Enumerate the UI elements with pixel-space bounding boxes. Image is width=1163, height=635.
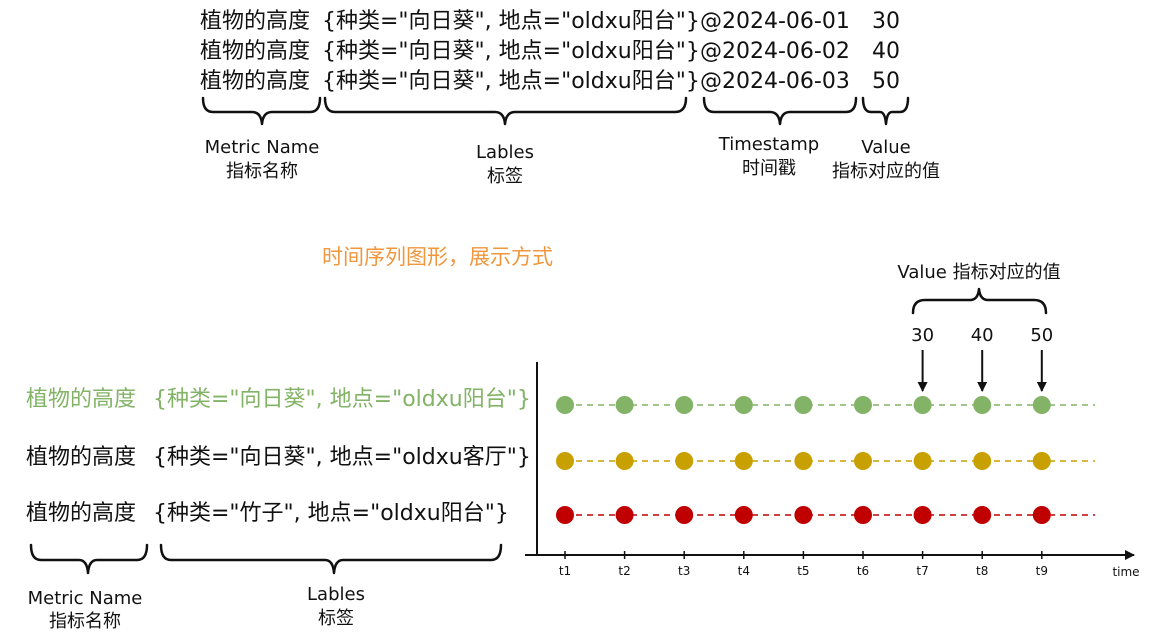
timestamp-zh: 时间戳 [742, 158, 796, 179]
series-point [973, 396, 992, 414]
series-point [615, 452, 634, 470]
labels-brace [323, 96, 688, 126]
row-2-value: 40 [872, 39, 900, 64]
bottom-metric-name-en: Metric Name [28, 588, 143, 609]
series-point [913, 452, 932, 470]
x-tick-label: t3 [678, 564, 690, 578]
value-callout-label: Value 指标对应的值 [897, 262, 1060, 283]
bottom-annotations: Metric Name 指标名称 Lables 标签 [28, 584, 365, 632]
series-point [794, 452, 813, 470]
row-1-metric: 植物的高度 [200, 9, 310, 34]
x-tick-label: t2 [618, 564, 630, 578]
bottom-braces [29, 543, 503, 575]
value-marker-layer: 30 40 50 [911, 325, 1053, 392]
series-point [675, 452, 694, 470]
series-point [1032, 452, 1051, 470]
x-axis-label: time [1112, 565, 1139, 579]
series-point [1032, 396, 1051, 414]
x-tick-label: t4 [738, 564, 750, 578]
series-layer [556, 396, 1095, 524]
section-title: 时间序列图形，展示方式 [322, 245, 553, 269]
value-callout-brace [911, 287, 1048, 315]
series-point [794, 506, 813, 524]
top-annotations: Metric Name 指标名称 Lables 标签 Timestamp 时间戳… [205, 134, 940, 187]
bottom-metric-name-brace [29, 543, 149, 575]
series-point [734, 396, 753, 414]
series-point [556, 396, 574, 414]
series-point [734, 506, 753, 524]
series-3-metric: 植物的高度 [26, 501, 136, 526]
series-point [854, 506, 872, 524]
row-1-labels: {种类="向日葵", 地点="oldxu阳台"} [322, 9, 700, 34]
series-point [734, 452, 753, 470]
axes [525, 362, 1135, 560]
row-3-timestamp: @2024-06-03 [700, 69, 850, 94]
series-3-labels: {种类="竹子", 地点="oldxu阳台"} [153, 501, 509, 526]
sample-rows: 植物的高度 {种类="向日葵", 地点="oldxu阳台"} @2024-06-… [200, 9, 900, 94]
timestamp-en: Timestamp [718, 134, 819, 155]
series-point [615, 506, 634, 524]
x-tick-label: t8 [976, 564, 988, 578]
series-point [973, 452, 992, 470]
value-marker-label: 50 [1030, 325, 1053, 346]
bottom-labels-brace [159, 543, 503, 575]
series-1-metric: 植物的高度 [26, 387, 136, 412]
x-tick-label: t9 [1036, 564, 1048, 578]
series-point [854, 452, 872, 470]
row-3-metric: 植物的高度 [200, 69, 310, 94]
row-1-value: 30 [872, 9, 900, 34]
row-3-labels: {种类="向日葵", 地点="oldxu阳台"} [322, 69, 700, 94]
series-point [973, 506, 992, 524]
timestamp-brace [702, 96, 858, 126]
x-tick-label: t6 [857, 564, 869, 578]
series-1-labels: {种类="向日葵", 地点="oldxu阳台"} [153, 387, 531, 412]
x-tick-label: t1 [559, 564, 571, 578]
series-point [556, 452, 574, 470]
row-2-timestamp: @2024-06-02 [700, 39, 850, 64]
series-point [794, 396, 813, 414]
tick-layer: t1 t2 t3 t4 t5 t6 t7 t8 t9 [559, 551, 1048, 578]
metric-name-brace [201, 96, 322, 126]
top-braces [201, 96, 910, 126]
series-point [675, 506, 694, 524]
metric-name-zh: 指标名称 [226, 161, 298, 182]
row-3-value: 50 [872, 69, 900, 94]
series-2-metric: 植物的高度 [26, 445, 136, 470]
row-2-labels: {种类="向日葵", 地点="oldxu阳台"} [322, 39, 700, 64]
series-2-labels: {种类="向日葵", 地点="oldxu客厅"} [153, 445, 531, 470]
row-1-timestamp: @2024-06-01 [700, 9, 850, 34]
series-labels: 植物的高度 {种类="向日葵", 地点="oldxu阳台"} 植物的高度 {种类… [26, 387, 531, 526]
row-2-metric: 植物的高度 [200, 39, 310, 64]
value-marker-label: 40 [971, 325, 994, 346]
bottom-metric-name-zh: 指标名称 [49, 611, 121, 632]
x-tick-label: t5 [797, 564, 809, 578]
labels-en: Lables [476, 142, 534, 163]
value-brace [861, 96, 910, 126]
series-point [675, 396, 694, 414]
series-point [913, 396, 932, 414]
bottom-labels-en: Lables [307, 584, 365, 605]
series-point [556, 506, 574, 524]
series-point [1032, 506, 1051, 524]
x-tick-label: t7 [916, 564, 928, 578]
series-point [615, 396, 634, 414]
bottom-labels-zh: 标签 [318, 608, 354, 629]
value-marker-label: 30 [911, 325, 934, 346]
series-point [854, 396, 872, 414]
labels-zh: 标签 [487, 166, 523, 187]
value-zh: 指标对应的值 [832, 161, 940, 182]
series-point [913, 506, 932, 524]
value-en: Value [861, 137, 910, 158]
metric-name-en: Metric Name [205, 137, 320, 158]
